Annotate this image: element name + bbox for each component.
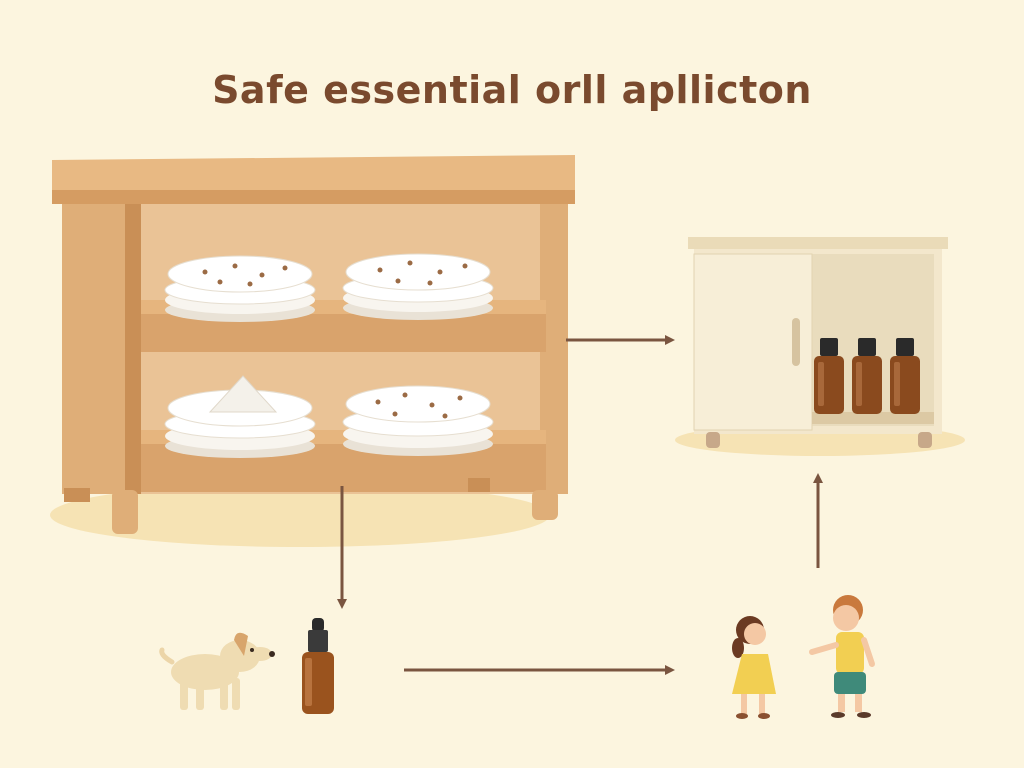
oil-bottle-icon <box>852 338 882 414</box>
oil-bottle-icon <box>814 338 844 414</box>
dog-icon <box>159 632 275 710</box>
diagram-title: Safe essential orll apllicton <box>212 68 812 112</box>
folded-cloth-icon <box>342 253 494 320</box>
oil-bottle-icon <box>890 338 920 414</box>
girl-icon <box>732 616 776 719</box>
boy-icon <box>809 595 875 718</box>
folded-cloth-icon <box>164 375 316 458</box>
oil-bottle-icon <box>302 618 334 714</box>
wooden-shelf-icon <box>50 155 575 547</box>
folded-cloth-icon <box>164 255 316 322</box>
folded-cloth-icon <box>342 385 494 456</box>
